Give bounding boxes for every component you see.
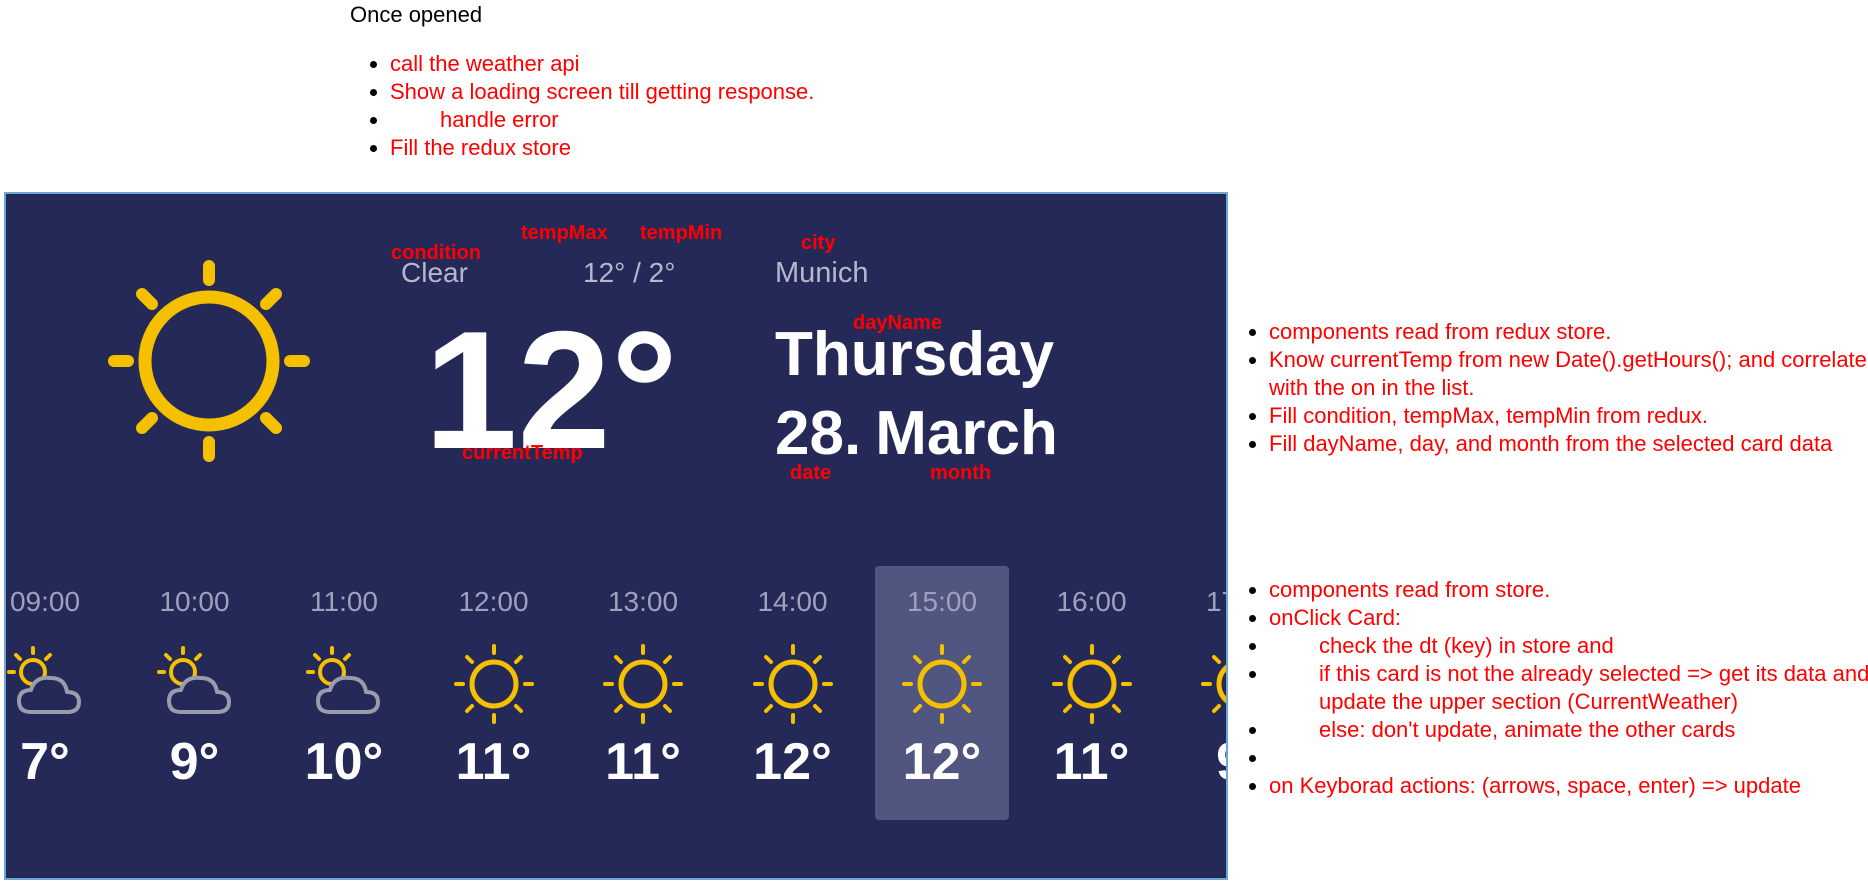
note-item: Fill dayName, day, and month from the se… [1269,430,1868,458]
sun-icon [1197,640,1226,733]
note-item: Know currentTemp from new Date().getHour… [1269,346,1868,402]
tempmin-label: tempMin [640,222,723,244]
currenttemp-label: currentTemp [462,442,583,464]
hour-time: 09:00 [9,586,81,617]
note-item: onClick Card: [1269,604,1868,632]
date-line: 28.March [775,398,1072,469]
hour-time: 10:00 [159,586,230,617]
note-item: components read from store. [1269,576,1868,604]
right-notes-hourly: components read from store. onClick Card… [1243,576,1868,800]
sun-icon [749,640,837,733]
hour-card[interactable]: 09:00 7° [6,566,112,820]
hour-time: 13:00 [607,586,679,617]
condition-text: Clear [401,257,468,288]
hour-temp: 12° [753,733,832,791]
note-item: handle error [390,106,814,134]
hour-temp: 11° [605,733,681,791]
note-item: Fill the redux store [390,134,814,162]
hour-time: 14:00 [757,586,828,617]
hour-time: 15:00 [906,586,978,617]
hour-card[interactable]: 10:00 9° [128,566,262,820]
hour-temp: 7° [20,733,70,791]
right-notes-current: components read from redux store. Know c… [1243,318,1868,458]
hour-temp: 9° [1174,732,1226,792]
condition-label: condition [391,242,481,264]
tempmax-label: tempMax [521,222,608,244]
temp-range-text: 12° / 2° [583,257,676,288]
hour-temp: 12° [902,733,982,791]
hour-time: 16:00 [1056,586,1127,617]
hour-card[interactable]: 15:00 12° [875,566,1009,820]
hourly-forecast: 09:00 7° 10:00 9° 11:00 10° 12:00 11° 13:00 11° 14… [6,566,1226,822]
sun-icon [898,640,986,733]
month-label: month [930,462,992,484]
sun-icon [599,640,687,733]
top-notes-list: call the weather api Show a loading scre… [364,50,814,162]
hour-card[interactable]: 16:00 11° [1025,566,1159,820]
hour-card[interactable]: 11:00 10° [277,566,411,820]
sun-icon [450,640,538,733]
city-text: Munich [775,257,869,289]
note-item: on Keyborad actions: (arrows, space, ent… [1269,772,1868,800]
partly-cloudy-icon [151,640,239,733]
hour-time: 11:00 [310,586,378,617]
hour-card[interactable]: 17:00 9° [1174,566,1226,820]
hour-temp: 11° [455,733,532,791]
current-temp: 12° [424,296,679,484]
note-item: Show a loading screen till getting respo… [390,78,814,106]
hour-time: 12:00 [458,586,529,617]
note-item: call the weather api [390,50,814,78]
sun-icon [1048,640,1136,733]
note-item: if this card is not the already selected… [1269,660,1868,716]
dayname-label: dayName [853,312,942,334]
note-item [1269,744,1868,772]
sun-icon [108,260,310,462]
hour-temp: 9° [169,733,220,791]
date-month: March [875,399,1058,468]
hour-card[interactable]: 13:00 11° [576,566,710,820]
day-name: Thursday [775,320,1055,389]
hour-time: 17:00 [1205,586,1226,617]
weather-panel: Clear 12° / 2° Munich 12° Thursday 28.Ma… [4,192,1228,880]
page-title: Once opened [350,2,483,27]
note-item: Fill condition, tempMax, tempMin from re… [1269,402,1868,430]
note-item: else: don't update, animate the other ca… [1269,716,1868,744]
partly-cloudy-icon [300,640,388,733]
hour-temp: 10° [304,733,384,791]
city-label: city [801,232,836,254]
note-item: check the dt (key) in store and [1269,632,1868,660]
hour-temp: 11° [1053,733,1130,791]
hour-card[interactable]: 12:00 11° [427,566,561,820]
note-item: components read from redux store. [1269,318,1868,346]
date-day: 28. [775,399,862,468]
partly-cloudy-icon [6,640,89,733]
hour-card[interactable]: 14:00 12° [726,566,860,820]
date-label: date [790,462,832,484]
